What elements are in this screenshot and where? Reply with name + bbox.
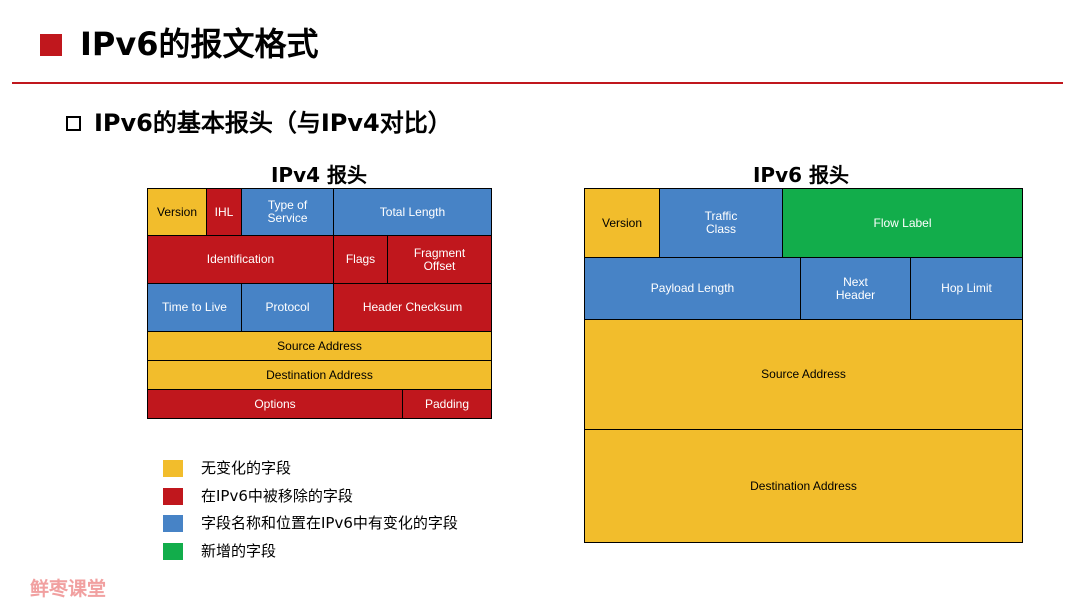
ipv4-field-source-address: Source Address: [148, 332, 491, 360]
legend-swatch-yellow: [163, 460, 183, 477]
title-divider: [12, 82, 1063, 84]
page-title: IPv6的报文格式: [80, 25, 319, 63]
ipv6-field-version: Version: [585, 189, 659, 257]
ipv4-field-identification: Identification: [148, 236, 333, 283]
legend-label: 字段名称和位置在IPv6中有变化的字段: [201, 514, 458, 532]
ipv4-header-title: IPv4 报头: [270, 163, 367, 187]
legend-item-added: 新增的字段: [163, 541, 523, 561]
ipv4-field-ihl: IHL: [207, 189, 241, 235]
ipv4-field-type-of-service: Type of Service: [242, 189, 333, 235]
ipv6-field-next-header: Next Header: [801, 258, 910, 319]
legend-swatch-blue: [163, 515, 183, 532]
legend-item-removed: 在IPv6中被移除的字段: [163, 486, 523, 506]
ipv6-field-flow-label: Flow Label: [783, 189, 1022, 257]
ipv6-field-destination-address: Destination Address: [585, 430, 1022, 542]
ipv4-field-total-length: Total Length: [334, 189, 491, 235]
legend-label: 新增的字段: [201, 542, 277, 560]
subtitle-bullet-box: [66, 116, 81, 131]
ipv4-field-flags: Flags: [334, 236, 387, 283]
ipv6-field-payload-length: Payload Length: [585, 258, 800, 319]
subtitle: IPv6的基本报头（与IPv4对比）: [94, 109, 452, 137]
title-bullet-square: [40, 34, 62, 56]
ipv4-field-fragment-offset: Fragment Offset: [388, 236, 491, 283]
legend-item-changed: 字段名称和位置在IPv6中有变化的字段: [163, 513, 523, 533]
legend-item-unchanged: 无变化的字段: [163, 458, 523, 478]
ipv4-field-header-checksum: Header Checksum: [334, 284, 491, 331]
ipv4-field-protocol: Protocol: [242, 284, 333, 331]
legend-label: 在IPv6中被移除的字段: [201, 487, 353, 505]
legend-swatch-green: [163, 543, 183, 560]
ipv4-field-padding: Padding: [403, 390, 491, 418]
ipv6-field-traffic-class: Traffic Class: [660, 189, 782, 257]
ipv4-field-destination-address: Destination Address: [148, 361, 491, 389]
watermark: 鲜枣课堂: [30, 578, 107, 600]
ipv4-field-options: Options: [148, 390, 402, 418]
ipv4-field-version: Version: [148, 189, 206, 235]
ipv4-field-time-to-live: Time to Live: [148, 284, 241, 331]
ipv6-header-title: IPv6 报头: [752, 163, 849, 187]
ipv6-field-source-address: Source Address: [585, 320, 1022, 429]
ipv6-header-diagram: Version Traffic Class Flow Label Payload…: [584, 188, 1023, 543]
ipv6-field-hop-limit: Hop Limit: [911, 258, 1022, 319]
ipv4-header-diagram: Version IHL Type of Service Total Length…: [147, 188, 492, 419]
legend-label: 无变化的字段: [201, 459, 292, 477]
legend-swatch-red: [163, 488, 183, 505]
